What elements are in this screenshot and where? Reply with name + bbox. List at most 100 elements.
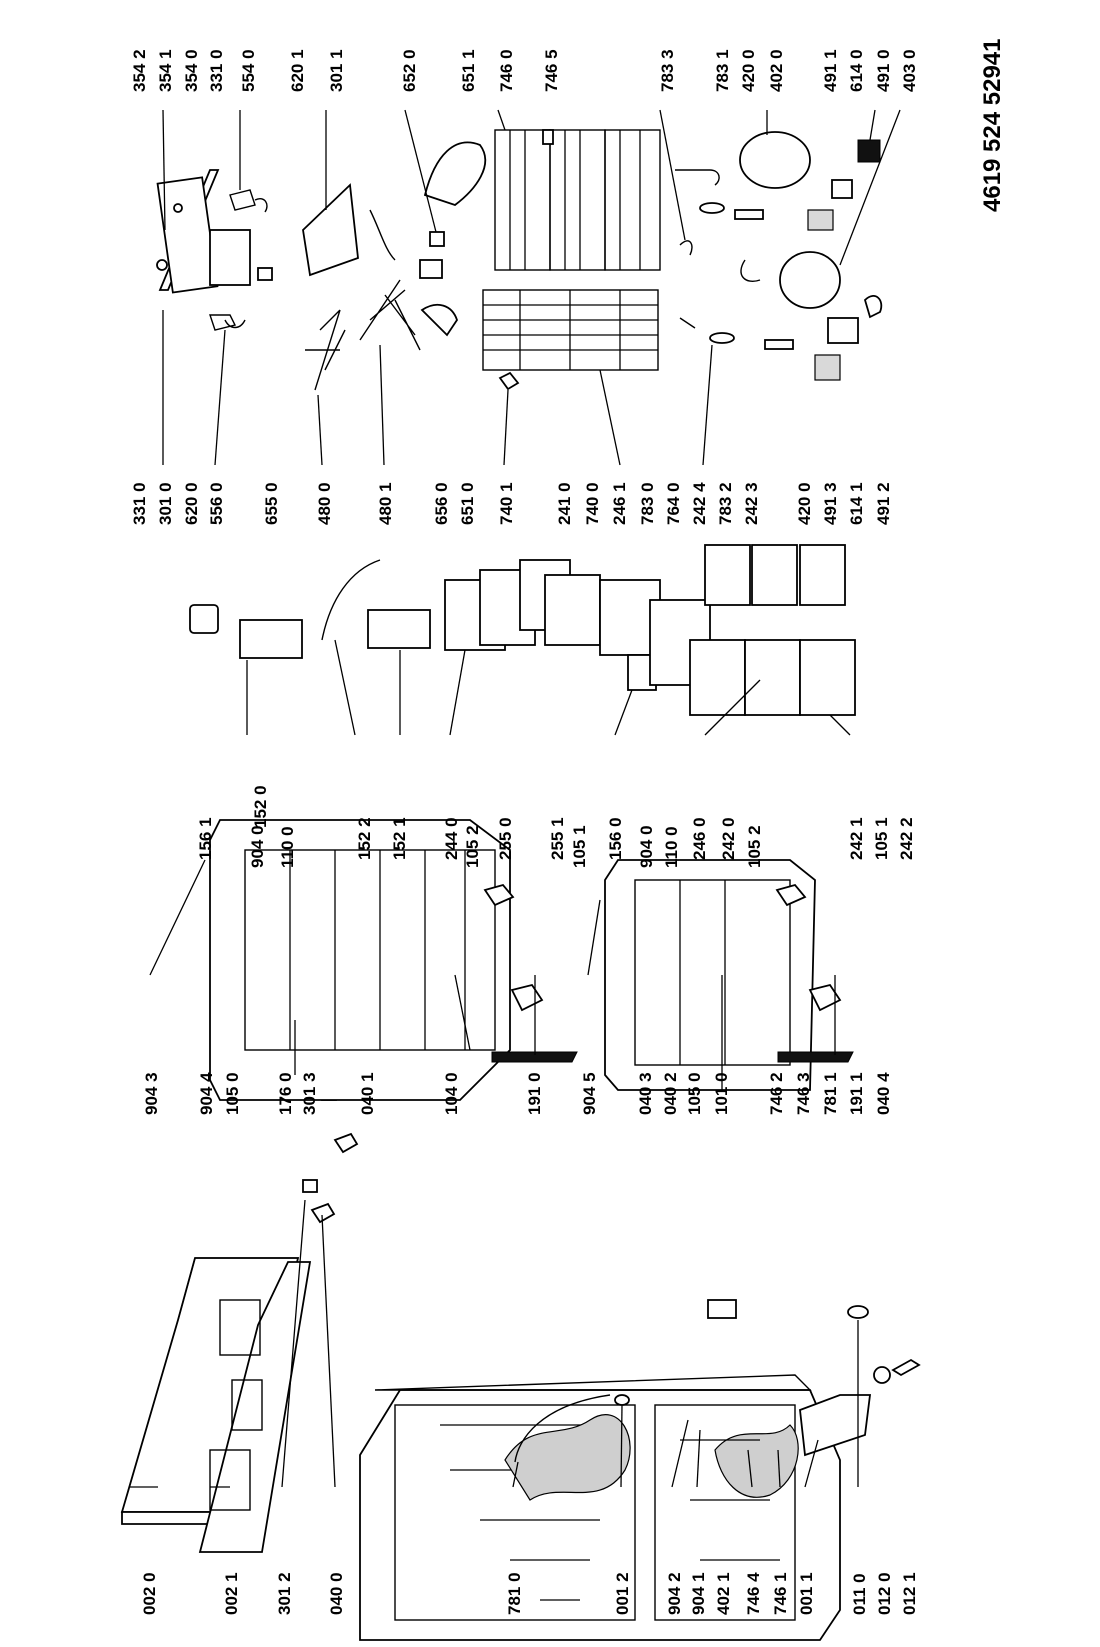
callout-label: 904 1: [689, 1572, 708, 1615]
plug-001-2-drawing: [614, 1394, 630, 1406]
harness-480-0-drawing: [305, 309, 346, 391]
module-554-0-drawing: [229, 189, 268, 213]
callout-label: 246 1: [610, 482, 629, 525]
callout-label: 783 0: [638, 482, 657, 525]
callout-label: 746 5: [542, 49, 561, 92]
drain-tube-drawing: [514, 1394, 611, 1463]
callout-label: 110 0: [278, 826, 297, 868]
callout-label: 001 1: [797, 1572, 816, 1615]
clip-740-1-drawing: [498, 371, 520, 391]
callout-label: 614 1: [847, 482, 866, 525]
callout-label: 783 2: [716, 482, 735, 525]
hinge-105-2-bottom-drawing: [775, 883, 807, 907]
part-402-1-drawing: [707, 1299, 737, 1319]
callout-label: 242 1: [847, 817, 866, 860]
callout-label: 904 0: [248, 825, 267, 868]
callout-label: 652 0: [400, 49, 419, 92]
callout-label: 746 2: [767, 1072, 786, 1115]
callout-label: 904 2: [665, 1572, 684, 1615]
callout-label: 040 3: [636, 1072, 655, 1115]
bracket-491-1-drawing: [807, 209, 834, 231]
callout-label: 191 0: [525, 1072, 544, 1115]
callout-label: 554 0: [239, 49, 258, 92]
pipe-783-0-drawing: [679, 317, 696, 329]
cover-491-2-drawing: [863, 295, 883, 319]
bottle-rail-drawing: [321, 559, 381, 641]
callout-label: 783 3: [658, 49, 677, 92]
callout-label: 354 2: [130, 49, 149, 92]
callout-label: 156 0: [606, 817, 625, 860]
callout-label: 002 0: [140, 1572, 159, 1615]
callout-label: 101 0: [712, 1072, 731, 1115]
callout-label: 105 1: [872, 817, 891, 860]
callout-label: 614 0: [847, 49, 866, 92]
module-620-0-drawing: [209, 229, 251, 286]
callout-label: 301 3: [300, 1072, 319, 1115]
callout-label: 491 2: [874, 482, 893, 525]
callout-label: 904 3: [142, 1072, 161, 1115]
hinge-105-1-top-drawing: [510, 983, 544, 1012]
relay-491-0-drawing: [857, 139, 881, 163]
condenser-740-0-drawing: [482, 289, 659, 371]
upper-door-drawing: [209, 819, 511, 1101]
light-cover-651-1-drawing: [423, 141, 486, 207]
part-drawings: [120, 109, 921, 1641]
callout-label: 156 1: [196, 817, 215, 860]
pipe-783-3-drawing: [679, 240, 693, 256]
callout-label: 040 2: [661, 1072, 680, 1115]
callout-label: 746 1: [771, 1572, 790, 1615]
accessory-callouts: 904 0 110 0 105 2 105 1 156 1 152 0 152 …: [196, 785, 916, 868]
compressor-403-0-drawing: [779, 251, 841, 309]
pipe-783-2-drawing: [740, 259, 761, 282]
drawer-front-242-3-drawing: [751, 544, 798, 606]
bracket-040-1-drawing: [333, 1132, 359, 1154]
clip-746-5-drawing: [542, 129, 554, 145]
callout-label: 491 3: [821, 482, 840, 525]
callout-label: 241 0: [555, 482, 574, 525]
callout-label: 420 0: [739, 49, 758, 92]
lamp-651-0-drawing: [419, 259, 443, 279]
door-callouts: 904 3 904 4 105 0 176 0 301 3 040 1 104 …: [142, 1072, 893, 1115]
callout-label: 651 1: [459, 49, 478, 92]
relay-614-1-drawing: [827, 317, 859, 344]
gasket-191-1-drawing: [777, 1051, 854, 1063]
callout-label: 242 2: [897, 817, 916, 860]
crisper-241-0-drawing: [544, 574, 601, 646]
callout-label: 105 2: [745, 825, 764, 868]
callout-label: 904 0: [637, 825, 656, 868]
callout-label: 104 0: [442, 1072, 461, 1115]
capacitor-420-0-bottom-drawing: [764, 339, 794, 350]
callout-label: 244 0: [442, 817, 461, 860]
bracket-040-0-drawing: [310, 1202, 336, 1224]
top-edge-callouts: 354 2 354 1 354 0 331 0 554 0 620 1 301 …: [130, 49, 919, 92]
callout-label: 152 0: [251, 785, 270, 828]
callout-label: 781 0: [505, 1572, 524, 1615]
callout-label: 012 0: [875, 1572, 894, 1615]
callout-label: 764 0: [664, 482, 683, 525]
foot-011-0-drawing: [847, 1305, 869, 1319]
callout-label: 331 0: [207, 49, 226, 92]
callout-label: 620 0: [182, 482, 201, 525]
callout-label: 105 0: [223, 1072, 242, 1115]
callout-label: 242 0: [719, 817, 738, 860]
callout-label: 354 1: [156, 49, 175, 92]
cabinet-drawing: [359, 1374, 841, 1641]
door-balcony-152-1-drawing: [367, 609, 431, 649]
document-reference: 4619 524 52941: [979, 38, 1006, 212]
callout-label: 403 0: [900, 49, 919, 92]
callout-label: 331 0: [130, 482, 149, 525]
callout-label: 255 1: [548, 817, 567, 860]
callout-label: 301 2: [275, 1572, 294, 1615]
callout-label: 740 0: [583, 482, 602, 525]
callout-label: 620 1: [288, 49, 307, 92]
filter-764-0-bottom-drawing: [709, 332, 735, 344]
callout-label: 783 1: [713, 49, 732, 92]
callout-label: 354 0: [182, 49, 201, 92]
door-balcony-152-0-drawing: [239, 619, 303, 659]
washer-012-0-drawing: [873, 1366, 891, 1384]
bracket-491-3-drawing: [814, 354, 841, 381]
callout-label: 001 2: [613, 1572, 632, 1615]
bracket-301-2-drawing: [302, 1179, 318, 1193]
callout-label: 110 0: [662, 826, 681, 868]
filter-764-0-top-drawing: [699, 202, 725, 214]
